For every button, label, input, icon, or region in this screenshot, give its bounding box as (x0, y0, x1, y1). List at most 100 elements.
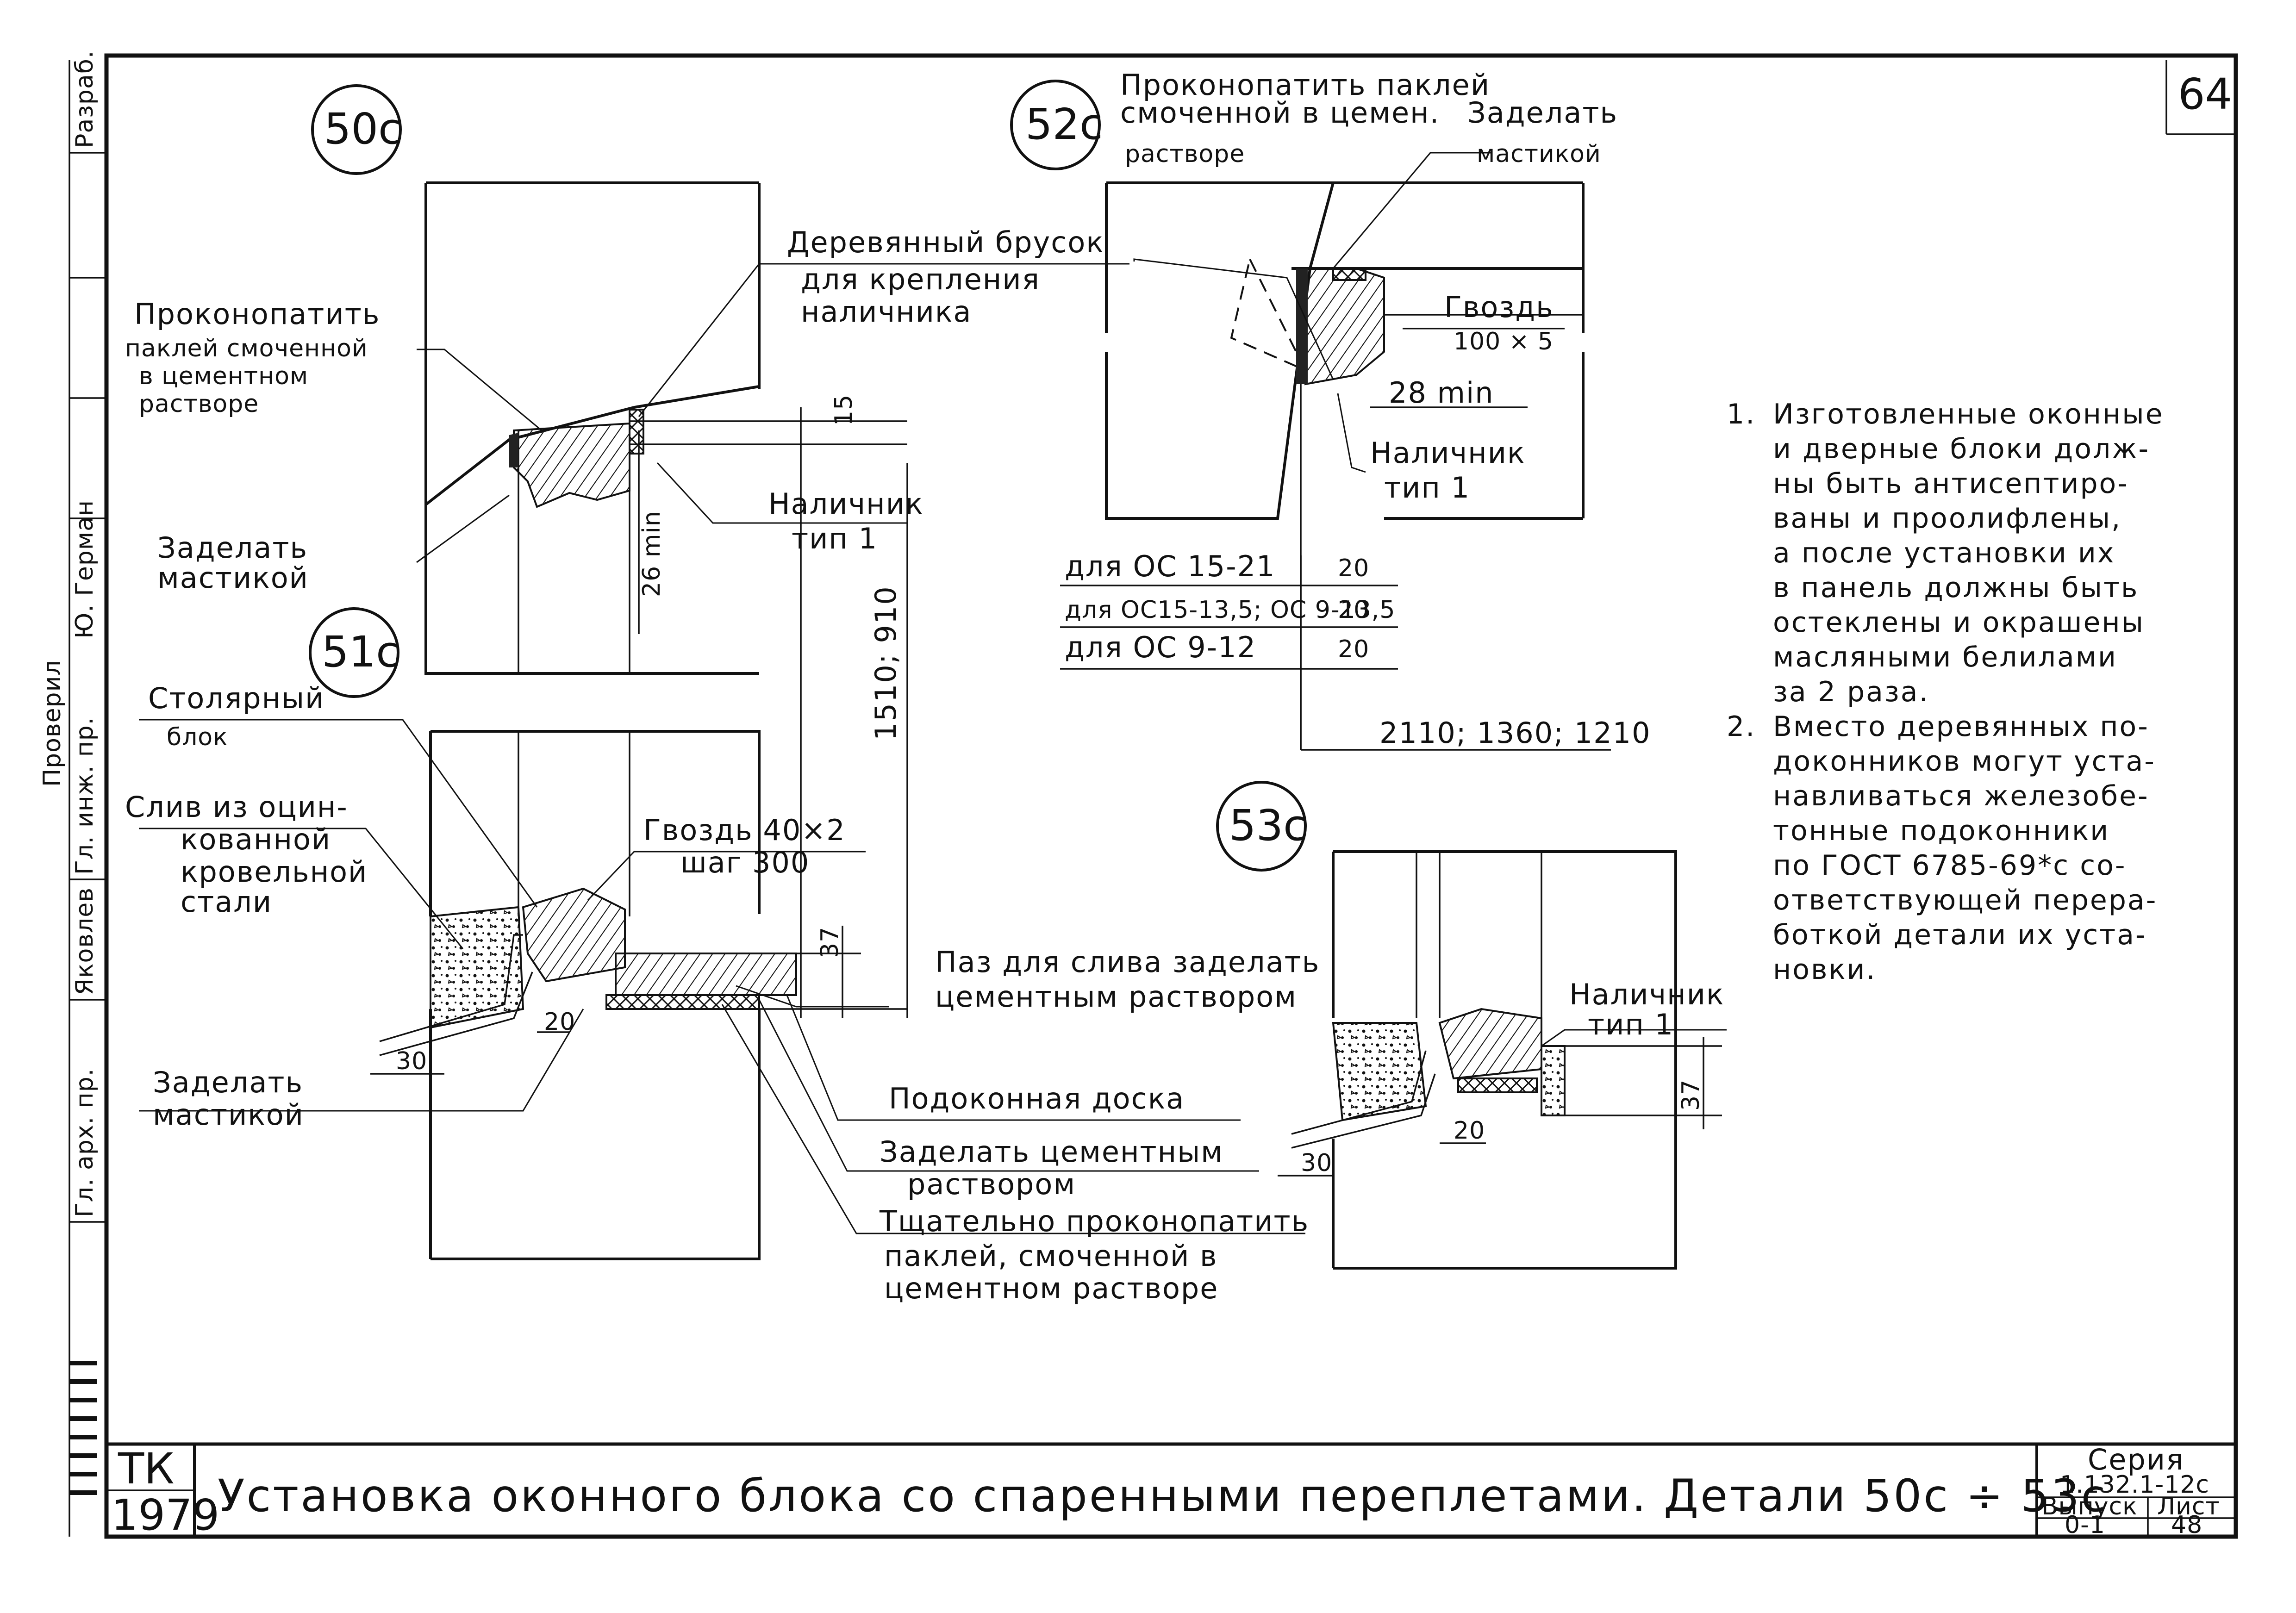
detail-52c-marker (1010, 80, 1101, 170)
title-issue-label: Выпуск (2041, 1493, 2138, 1520)
detail-53c-dim-20: 20 (1454, 1117, 1485, 1145)
detail-52c-label-nail-2: 100 × 5 (1454, 328, 1554, 355)
detail-53c-mark: 53с (1229, 801, 1307, 850)
title-sheet-value: 48 (2171, 1511, 2202, 1539)
title-text: Установка оконного блока со спаренными п… (218, 1470, 2108, 1522)
detail-52c-mark: 52с (1025, 100, 1103, 149)
detail-51c-label-cement-1: Заделать цементным (880, 1135, 1223, 1169)
detail-50c-mark: 50с (324, 104, 402, 154)
detail-50c-label-seal-1: Заделать (157, 531, 308, 565)
detail-52c-label-seal-1: Заделать (1467, 96, 1618, 130)
note-1-line-8: масляными белилами (1773, 641, 2117, 673)
detail-51c-label-groove-2: цементным раствором (935, 980, 1297, 1014)
detail-51c-label-sill-board: Подоконная доска (889, 1082, 1185, 1115)
detail-50c: 50с 15 26 min 1510; 910 Деревянный брусо… (125, 84, 1129, 1018)
detail-53c-marker (1216, 781, 1307, 872)
note-1-line-6: в панель должны быть (1773, 572, 2139, 604)
detail-51c-label-joinery-1: Столярный (148, 681, 324, 715)
note-1-number: 1. (1727, 398, 1756, 430)
detail-51c-label-nail-1: Гвоздь 40×2 (643, 813, 846, 847)
detail-51c-dim-30: 30 (396, 1047, 427, 1075)
detail-51c: 51с 37 20 30 Столяр (125, 607, 1320, 1305)
title-series-label: Серия (2088, 1443, 2184, 1476)
note-1-line-4: ваны и проолифлены, (1773, 502, 2121, 535)
detail-53c-dim-37: 37 (1677, 1079, 1705, 1111)
detail-51c-label-drip-4: стали (181, 885, 272, 919)
detail-52c-dim-28: 28 min (1389, 376, 1494, 410)
detail-51c-label-caulk-3: цементном растворе (884, 1271, 1218, 1305)
detail-50c-label-caulk-1: Проконопатить (134, 297, 380, 331)
detail-51c-label-nail-2: шаг 300 (680, 846, 810, 879)
detail-50c-label-casing-2: тип 1 (792, 522, 878, 555)
detail-50c-label-bar-1: Деревянный брусок (787, 225, 1104, 259)
detail-50c-label-caulk-3: в цементном (139, 362, 308, 390)
detail-53c-label-casing-2: тип 1 (1588, 1008, 1674, 1041)
note-1-line-3: ны быть антисептиро- (1773, 467, 2129, 500)
note-2-line-3: навливаться железобе- (1773, 780, 2149, 812)
detail-52c-label-caulk-3: растворе (1125, 140, 1245, 168)
detail-50c-label-casing-1: Наличник (768, 487, 923, 521)
detail-52c: 52с 28 min Проконопатить паклей смоченно… (1010, 68, 1651, 751)
detail-51c-label-drip-2: кованной (181, 822, 331, 856)
title-series-value: 1.132.1-12с (2060, 1471, 2209, 1499)
detail-52c-label-casing-1: Наличник (1370, 436, 1525, 470)
detail-51c-label-joinery-2: блок (167, 723, 228, 751)
note-2-line-4: тонные подоконники (1773, 815, 2109, 847)
detail-52c-dim-table: для ОС 15-21 20 для ОС15-13,5; ОС 9-13,5… (1060, 549, 1651, 751)
detail-53c-label-casing-1: Наличник (1569, 978, 1724, 1011)
title-block: ТК 1979 Установка оконного блока со спар… (106, 1443, 2236, 1540)
detail-51c-mark: 51с (322, 627, 399, 677)
sheet-frame (104, 53, 2238, 1539)
dim-table-row-1-label: для ОС 15-21 (1065, 549, 1275, 583)
detail-52c-label-nail-1: Гвоздь (1444, 290, 1554, 324)
detail-50c-dim-15: 15 (830, 394, 858, 426)
detail-51c-label-groove-1: Паз для слива заделать (935, 945, 1320, 979)
note-2-line-7: боткой детали их уста- (1773, 919, 2147, 951)
note-1-line-2: и дверные блоки долж- (1773, 433, 2150, 465)
detail-50c-label-bar-3: наличника (801, 295, 972, 329)
stamp-role-check: Проверил (38, 660, 66, 787)
stamp-role-develop: Разраб. (71, 50, 99, 148)
detail-51c-dim-20: 20 (544, 1008, 575, 1036)
detail-50c-label-seal-2: мастикой (157, 561, 309, 595)
left-stamp: Разраб. Ю. Герман Проверил Гл. инж. пр. … (38, 50, 106, 1537)
detail-50c-label-bar-2: для крепления (801, 262, 1040, 296)
detail-53c: 53с 37 20 30 Наличник тип 1 (1216, 781, 1727, 1270)
note-2-line-5: по ГОСТ 6785-69*с со- (1773, 849, 2127, 882)
detail-51c-marker (309, 607, 399, 698)
note-1-line-7: остеклены и окрашены (1773, 606, 2145, 639)
dim-table-row-2-value: 20 (1338, 596, 1369, 624)
detail-51c-label-caulk-1: Тщательно проконопатить (879, 1204, 1309, 1238)
detail-51c-label-cement-2: раствором (907, 1167, 1076, 1201)
detail-51c-dim-37: 37 (816, 927, 844, 958)
note-2-line-2: доконников могут уста- (1773, 745, 2156, 778)
detail-53c-dim-30: 30 (1301, 1149, 1332, 1177)
detail-51c-label-caulk-2: паклей, смоченной в (884, 1239, 1218, 1273)
detail-52c-label-caulk-2: смоченной в цемен. (1120, 96, 1440, 130)
note-2-number: 2. (1727, 710, 1756, 743)
detail-51c-label-drip-3: кровельной (181, 855, 368, 889)
stamp-role-chief-eng: Гл. инж. пр. (71, 717, 99, 875)
detail-50c-label-caulk-4: растворе (139, 390, 259, 418)
stamp-bars (69, 1361, 97, 1495)
detail-50c-dim-height: 1510; 910 (869, 585, 903, 741)
sheet-number-box: 64 (2165, 60, 2236, 135)
note-2-line-8: новки. (1773, 953, 1877, 986)
detail-50c-marker (311, 84, 402, 175)
note-1-line-1: Изготовленные оконные (1773, 398, 2164, 430)
stamp-name-german: Ю. Герман (71, 500, 99, 639)
note-1-line-5: а после установки их (1773, 537, 2115, 569)
sheet-number: 64 (2178, 69, 2232, 119)
detail-50c-dim-26: 26 min (638, 511, 666, 597)
dim-table-row-3-label: для ОС 9-12 (1065, 630, 1256, 664)
detail-52c-label-casing-2: тип 1 (1384, 471, 1470, 504)
dim-table-row-2-label: для ОС15-13,5; ОС 9-13,5 (1065, 596, 1395, 624)
stamp-name-yakovlev: Яковлев (71, 887, 99, 995)
detail-50c-label-caulk-2: паклей смоченной (125, 335, 368, 362)
detail-52c-dim-widths: 2110; 1360; 1210 (1379, 716, 1651, 750)
title-org: ТК (118, 1444, 175, 1494)
stamp-role-chief-arch: Гл. арх. пр. (71, 1068, 99, 1217)
detail-51c-label-seal-2: мастикой (153, 1098, 304, 1132)
dim-table-row-3-value: 20 (1338, 635, 1369, 663)
